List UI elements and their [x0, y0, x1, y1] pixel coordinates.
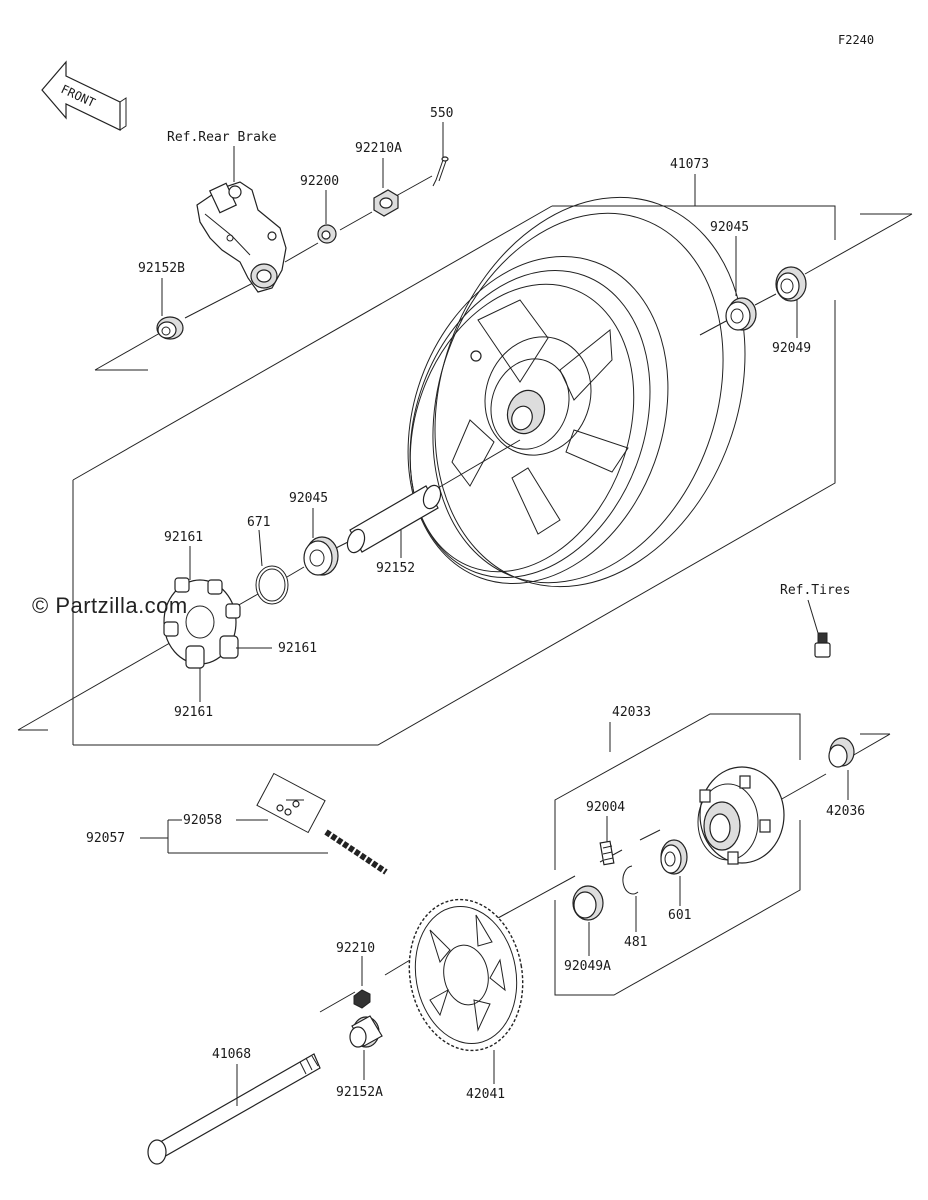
label-42041: 42041 [466, 1087, 505, 1102]
label-92058: 92058 [183, 813, 222, 828]
front-arrow-icon: FRONT [41, 60, 127, 131]
label-671: 671 [247, 515, 270, 530]
rear-brake-bracket [196, 181, 287, 293]
diagram-code: F2240 [838, 33, 874, 47]
tire-valve-icon [814, 632, 831, 658]
label-92210: 92210 [336, 941, 375, 956]
label-92210a: 92210A [355, 141, 402, 156]
part-671-o-ring [255, 565, 289, 605]
label-42033: 42033 [612, 705, 651, 720]
part-42036-collar [828, 737, 855, 768]
label-92045-top: 92045 [710, 220, 749, 235]
label-92049: 92049 [772, 341, 811, 356]
label-41068: 41068 [212, 1047, 251, 1062]
label-92057: 92057 [86, 831, 125, 846]
part-92161-dampers [163, 577, 241, 669]
part-41073-wheel [407, 196, 746, 588]
part-41068-axle [147, 1053, 321, 1165]
part-92045-bearing-top [725, 297, 757, 331]
label-92161-b: 92161 [278, 641, 317, 656]
part-92049-seal [775, 266, 807, 302]
part-92210-nut [353, 989, 371, 1009]
wheel-assembly-frame [18, 205, 913, 746]
label-92004: 92004 [586, 800, 625, 815]
label-550: 550 [430, 106, 453, 121]
part-42033-hub [697, 766, 785, 865]
part-481-circlip [622, 865, 639, 895]
part-92049a-seal [572, 885, 604, 921]
part-92004-stud [599, 840, 615, 866]
part-92152b-collar [156, 316, 184, 340]
part-92057-chain [256, 772, 388, 875]
part-92200-washer [317, 224, 337, 244]
part-92210a-nut [373, 189, 399, 217]
hub-assembly-frame [554, 713, 891, 996]
label-ref-tires: Ref.Tires [780, 583, 850, 598]
part-92045-bearing-mid [303, 536, 339, 576]
part-92152a-collar [349, 1015, 383, 1048]
label-ref-rear-brake: Ref.Rear Brake [167, 130, 277, 145]
part-42041-sprocket [408, 898, 524, 1052]
label-92161-a: 92161 [164, 530, 203, 545]
label-92045-mid: 92045 [289, 491, 328, 506]
label-92049a: 92049A [564, 959, 611, 974]
label-92152b: 92152B [138, 261, 185, 276]
label-41073: 41073 [670, 157, 709, 172]
label-92152: 92152 [376, 561, 415, 576]
part-601-bearing [660, 839, 688, 875]
part-92152-collar [346, 484, 442, 554]
partzilla-watermark: © Partzilla.com [32, 593, 188, 618]
label-42036: 42036 [826, 804, 865, 819]
part-550-cotter-pin [432, 156, 449, 187]
label-92152a: 92152A [336, 1085, 383, 1100]
leader-lines [161, 122, 849, 1106]
label-92161-c: 92161 [174, 705, 213, 720]
label-92200: 92200 [300, 174, 339, 189]
label-601: 601 [668, 908, 691, 923]
label-481: 481 [624, 935, 647, 950]
